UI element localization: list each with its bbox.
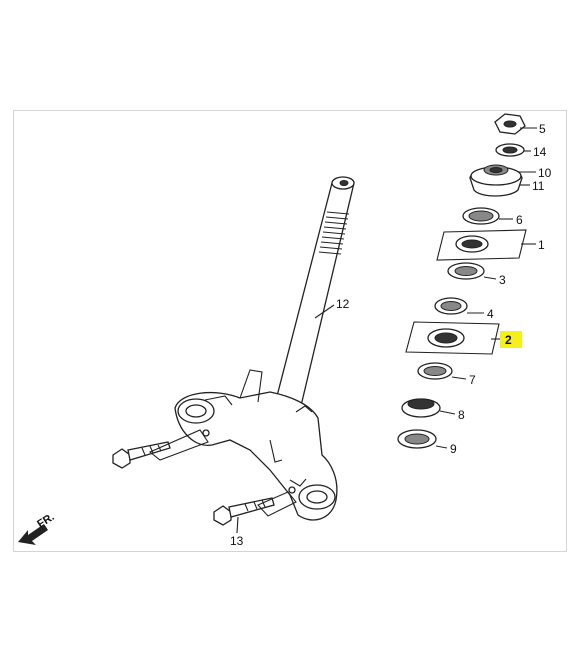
- race-7: [417, 362, 453, 380]
- nut-10-11: [469, 164, 523, 197]
- front-direction-arrow: FR.: [18, 511, 57, 545]
- bearing-kit-1-box: [436, 229, 527, 261]
- callout-8: 8: [458, 408, 465, 422]
- race-4: [434, 297, 468, 315]
- bolt-lower: [213, 491, 297, 526]
- washer-14: [495, 143, 525, 157]
- callout-10: 10: [538, 166, 552, 180]
- callout-11: 11: [532, 179, 545, 193]
- callout-1: 1: [538, 238, 545, 252]
- nut-5: [494, 113, 526, 135]
- washer-9: [397, 429, 437, 449]
- steering-stem-shaft: [275, 176, 355, 411]
- callout-5: 5: [539, 122, 546, 136]
- callout-2: 2: [505, 333, 512, 347]
- bearing-kit-2-box: [405, 321, 500, 355]
- callout-9: 9: [450, 442, 457, 456]
- seal-8: [401, 398, 441, 418]
- callout-4: 4: [487, 307, 494, 321]
- callout-14: 14: [533, 145, 547, 159]
- callout-7: 7: [469, 373, 476, 387]
- lower-bracket: [174, 369, 338, 521]
- callout-3: 3: [499, 273, 506, 287]
- front-direction-label: FR.: [35, 511, 56, 531]
- callout-12: 12: [336, 297, 350, 311]
- callout-6: 6: [516, 213, 523, 227]
- callout-13: 13: [230, 534, 244, 548]
- race-6: [462, 207, 500, 225]
- race-3: [447, 262, 485, 280]
- callout-2-highlight: [500, 331, 522, 348]
- bolt-upper: [112, 429, 209, 469]
